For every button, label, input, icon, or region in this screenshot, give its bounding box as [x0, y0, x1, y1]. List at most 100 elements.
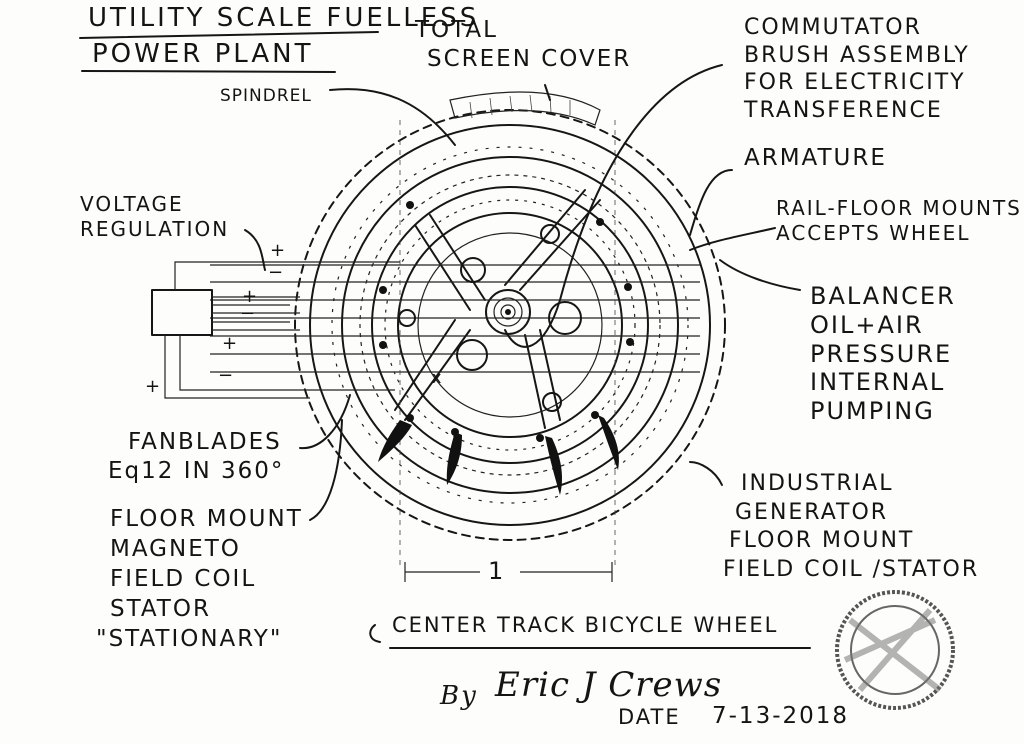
rail-mount-dots: [379, 201, 634, 442]
leader-magneto: [309, 419, 343, 521]
screen-cover-label: TOTAL SCREEN COVER: [405, 16, 631, 74]
voltage-line-1: VOLTAGE: [80, 192, 184, 216]
fanblades-line-1: FANBLADES: [128, 429, 282, 455]
armature-ring: [341, 156, 679, 494]
date-label: DATE: [618, 705, 681, 729]
spoke-arm-upper-right: [504, 189, 601, 291]
leader-voltage: [244, 229, 266, 271]
balancer-pod-upper-right: [540, 224, 560, 244]
rail-floor-line-2: ACCEPTS WHEEL: [776, 221, 971, 245]
hub-axle: [505, 309, 511, 315]
commutator-line-4: TRANSFERENCE: [744, 97, 943, 123]
magneto-line-4: STATOR: [110, 595, 211, 622]
balancer-pod-right: [548, 301, 582, 335]
magneto-line-1: FLOOR MOUNT: [110, 506, 303, 532]
commutator-line-2: BRUSH ASSEMBLY: [744, 42, 970, 68]
balancer-line-1: BALANCER: [810, 282, 956, 310]
spoke-arm-lower-left: [394, 319, 471, 421]
outer-gear-ring: [294, 109, 726, 541]
generator-label: INDUSTRIAL GENERATOR FLOOR MOUNT FIELD C…: [723, 470, 979, 584]
hub-inner: [500, 304, 516, 320]
inner-ring-1: [371, 186, 649, 464]
leader-commutator: [504, 64, 723, 348]
fanblades-label: FANBLADES Eq12 IN 360°: [108, 428, 284, 486]
balancer-pod-bottom: [542, 392, 562, 412]
plus-mark-3: +: [222, 333, 240, 354]
generator-line-3: FLOOR MOUNT: [729, 528, 915, 554]
magneto-line-5: "STATIONARY": [96, 625, 283, 652]
rail-floor-line-1: RAIL-FLOOR MOUNTS: [776, 196, 1022, 220]
plus-mark-1: +: [270, 240, 288, 261]
title-underline-1: [79, 31, 379, 39]
signature: Eric J Crews: [495, 665, 723, 705]
rail-floor-label: RAIL-FLOOR MOUNTS ACCEPTS WHEEL: [776, 196, 1022, 246]
balancer-pod-top: [460, 257, 486, 283]
fanblade-1: [378, 420, 412, 462]
balancer-pod-left: [456, 339, 488, 371]
screen-cover-hatch-lines: [469, 94, 571, 119]
commutator-line-1: COMMUTATOR: [744, 15, 922, 40]
date-value: 7-13-2018: [712, 703, 850, 729]
balancer-line-2: OIL+AIR: [810, 310, 924, 339]
fanblade-3: [545, 436, 563, 495]
spindrel-label: SPINDREL: [220, 86, 312, 106]
voltage-label: VOLTAGE REGULATION: [80, 192, 229, 242]
magneto-line-2: MAGNETO: [110, 535, 241, 562]
field-lines: [210, 264, 700, 373]
leader-spindrel: [329, 88, 456, 146]
balancer-line-5: PUMPING: [810, 397, 935, 426]
generator-line-1: INDUSTRIAL: [741, 471, 894, 496]
notary-stamp: [835, 590, 955, 710]
screen-cover-hatch: [449, 91, 601, 126]
minus-mark-3: −: [218, 365, 236, 386]
spoke-arm-lower-right: [524, 329, 561, 429]
voltage-line-2: REGULATION: [80, 217, 230, 241]
title-line-2: POWER PLANT: [92, 39, 314, 69]
signature-by: By: [440, 681, 478, 711]
magneto-line-3: FIELD COIL: [110, 565, 257, 592]
armature-teeth: [331, 146, 689, 504]
commutator-label: COMMUTATOR BRUSH ASSEMBLY FOR ELECTRICIT…: [744, 14, 970, 124]
leader-screen-cover: [544, 84, 551, 101]
hub-mid: [493, 297, 523, 327]
x-mark: x: [432, 368, 444, 387]
leader-armature: [689, 169, 733, 236]
center-track-label: CENTER TRACK BICYCLE WHEEL: [392, 613, 779, 637]
inner-comb-ring-2: [384, 199, 636, 451]
track-ring: [417, 232, 603, 418]
armature-label: ARMATURE: [744, 145, 887, 171]
generator-line-4: FIELD COIL /STATOR: [723, 556, 980, 582]
magneto-label: FLOOR MOUNT MAGNETO FIELD COIL STATOR "S…: [96, 505, 303, 654]
title-line-1: UTILITY SCALE FUELLESS: [88, 3, 480, 33]
screen-cover-line-1: TOTAL: [415, 17, 498, 43]
fanblade-2: [446, 432, 462, 485]
minus-mark-1: −: [268, 262, 286, 283]
inner-ring-2: [397, 212, 623, 438]
center-track-underline: [369, 624, 811, 649]
title-underline-2: [81, 70, 336, 73]
commutator-line-3: FOR ELECTRICITY: [744, 70, 966, 95]
dimension-line: [404, 562, 613, 582]
balancer-line-3: PRESSURE: [810, 339, 953, 368]
fanblade-4: [598, 415, 619, 470]
balancer-label: BALANCER OIL+AIR PRESSURE INTERNAL PUMPI…: [810, 282, 956, 426]
leader-fanblades: [299, 394, 351, 450]
dimension-label: 1: [488, 557, 506, 585]
voltage-regulator-box: [151, 289, 213, 336]
vertical-guide-lines: [399, 120, 616, 570]
generator-line-2: GENERATOR: [735, 499, 889, 525]
balancer-line-4: INTERNAL: [810, 368, 946, 397]
regulator-leads: [290, 261, 400, 391]
leader-generator: [689, 461, 723, 486]
leader-rail-floor: [689, 227, 776, 251]
spoke-arm-upper-left: [414, 214, 486, 311]
screen-cover-line-2: SCREEN COVER: [427, 45, 632, 72]
inner-comb-ring-1: [359, 174, 661, 476]
leader-balancer: [719, 259, 801, 291]
plus-mark-4: +: [145, 376, 163, 397]
regulator-wires: [164, 261, 310, 399]
balancer-pod-far-left: [398, 309, 416, 327]
outer-stator-ring: [309, 124, 711, 526]
fanblades-line-2: Eq12 IN 360°: [108, 457, 285, 484]
